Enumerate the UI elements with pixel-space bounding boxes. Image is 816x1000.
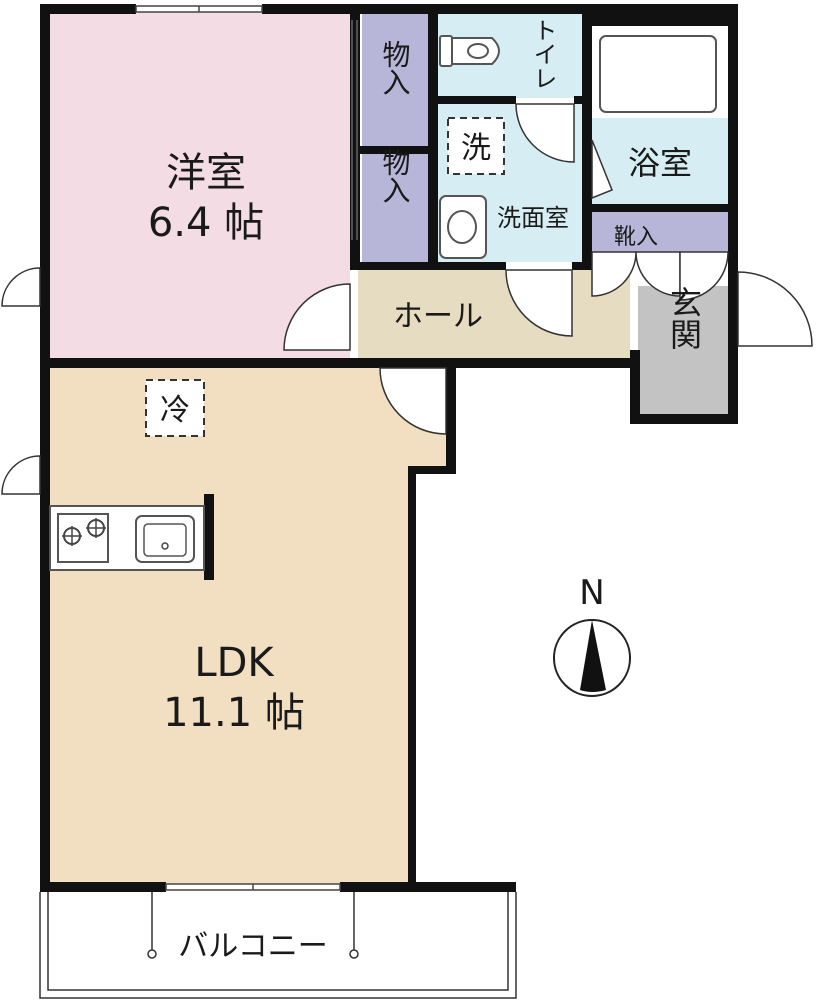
storage-upper-label: 物入 (379, 40, 412, 96)
doors (1, 103, 813, 495)
ldk-size: 11.1 帖 (163, 690, 305, 736)
balcony-window (165, 883, 341, 891)
toilet-label: トイレ (529, 18, 557, 90)
fridge-space (145, 379, 205, 437)
compass-needle (580, 620, 606, 692)
hall-label: ホール (393, 299, 483, 334)
toilet-fixture (439, 35, 500, 67)
balcony-railing (39, 892, 517, 999)
entrance-label: 玄関 (665, 286, 703, 350)
ldk-floor (48, 368, 456, 884)
storage-upper-floor (362, 12, 428, 146)
washbasin-fixture (439, 195, 487, 259)
balcony-drain-markers (147, 892, 359, 959)
bathroom-floor (590, 118, 728, 204)
hall-floor (358, 270, 630, 358)
bathtub (599, 35, 717, 113)
western-room-size: 6.4 帖 (148, 200, 264, 246)
fridge-mark: 冷 (160, 393, 190, 428)
balcony-label: バルコニー (178, 929, 327, 964)
western-room-floor (48, 12, 350, 358)
shoe-storage-floor (590, 212, 728, 252)
shoe-storage-label: 靴入 (614, 225, 658, 250)
compass: N (553, 573, 631, 697)
compass-north-label: N (579, 573, 604, 613)
entrance-floor (638, 286, 730, 418)
storage-lower-label: 物入 (379, 148, 412, 204)
washer-space (447, 117, 505, 175)
washroom-label: 洗面室 (497, 204, 569, 232)
washer-mark: 洗 (461, 131, 491, 166)
walls (40, 4, 738, 892)
closet-doors (351, 20, 358, 240)
storage-lower-floor (362, 154, 428, 262)
bathroom-label: 浴室 (628, 144, 692, 182)
western-room-label: 洋室 (166, 150, 246, 196)
ldk-label: LDK (194, 640, 275, 686)
western-room-window (135, 5, 263, 13)
kitchen-counter (49, 505, 205, 571)
